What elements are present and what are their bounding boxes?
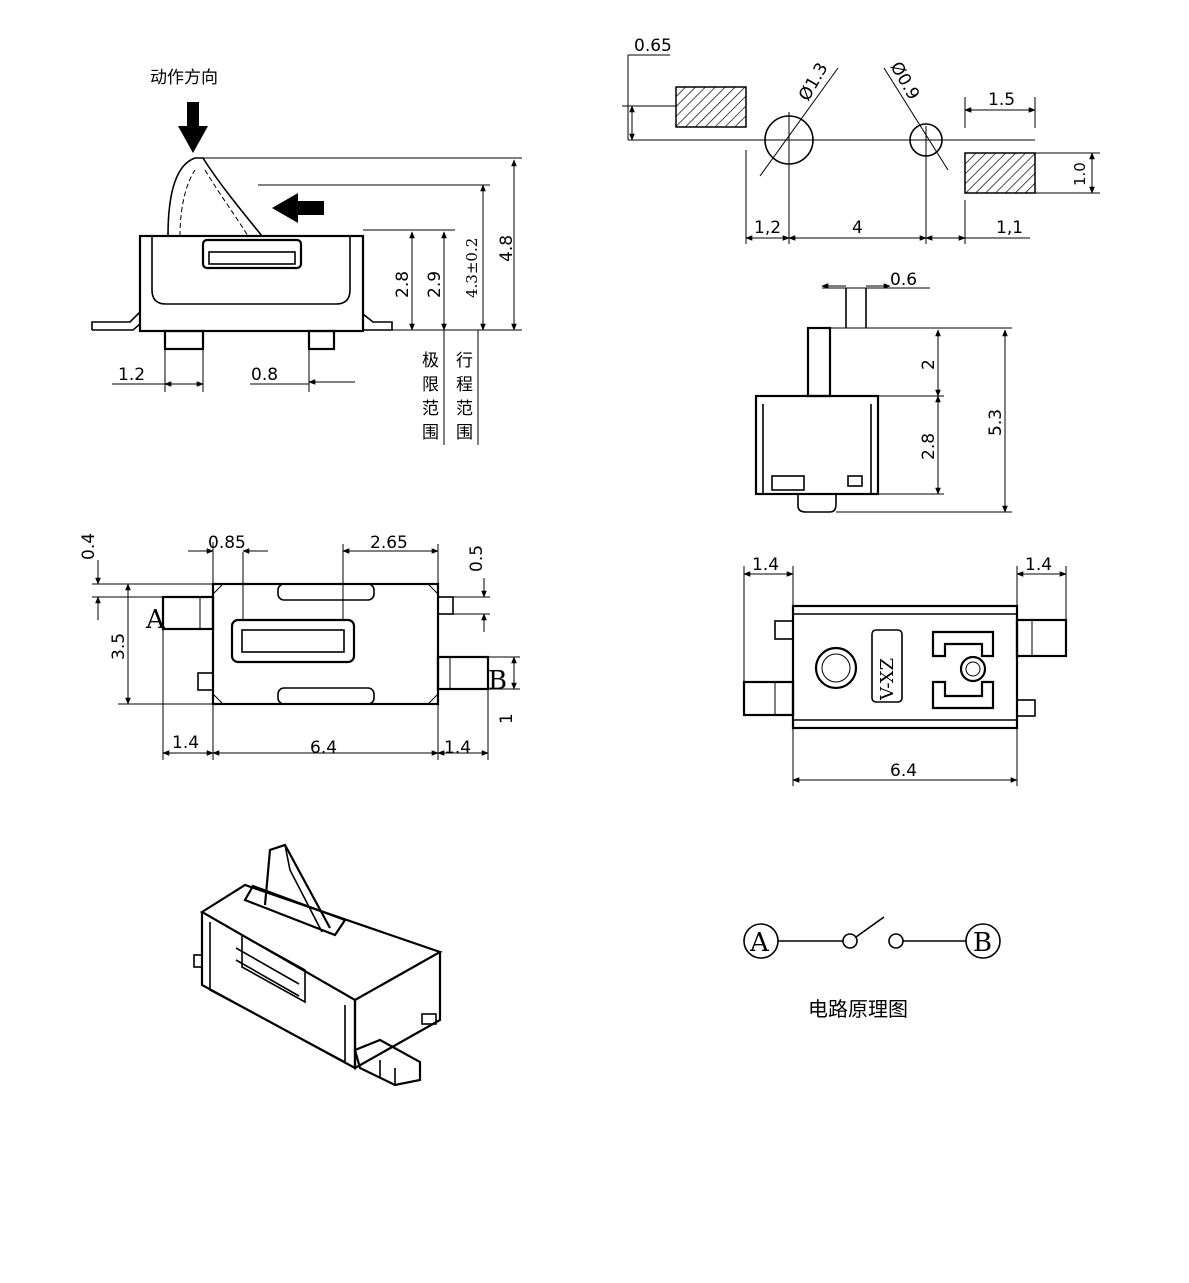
dim-pad-w: 1.5 [988, 90, 1015, 110]
dim-pin-width: 1.2 [118, 365, 145, 385]
dim-body-h-top: 3.5 [109, 633, 129, 660]
dim-right-pin: 1.4 [444, 738, 471, 758]
dim-h-total: 4.8 [497, 235, 517, 262]
dim-pin-gap: 0.8 [251, 365, 278, 385]
pad-right [964, 152, 1036, 194]
dim-left-pin: 1.4 [172, 733, 199, 753]
circuit-caption: 电路原理图 [808, 997, 908, 1021]
dim-bv-body-w: 6.4 [890, 761, 917, 781]
dim-bv-right-pin: 1.4 [1025, 555, 1052, 575]
travel-range-label: 行 程 范 围 [456, 351, 473, 443]
left-arrow-icon [272, 193, 324, 223]
terminal-b-circle [965, 923, 1001, 959]
terminal-a-label: A [145, 605, 166, 635]
down-arrow-icon [178, 102, 208, 153]
pad-left [675, 86, 747, 128]
dim-hole-large: Ø1.3 [795, 59, 833, 104]
dim-h-limit: 2.8 [393, 271, 413, 298]
circuit-terminal-b: B [973, 928, 992, 958]
marking-label: V-XZ [877, 658, 898, 701]
bottom-view: V-XZ 1.4 1.4 6.4 [742, 555, 1068, 786]
svg-text:程: 程 [456, 375, 473, 395]
dim-hole-spacing: 4 [852, 218, 863, 238]
dim-pin-offset: 0.5 [467, 545, 487, 572]
dim-body-w: 6.4 [310, 738, 337, 758]
dim-bv-left-pin: 1.4 [752, 555, 779, 575]
isometric-view [193, 843, 443, 1087]
dim-hole-edge: 1,2 [754, 218, 781, 238]
svg-text:范: 范 [456, 399, 473, 419]
dim-hole-small: Ø0.9 [886, 59, 924, 104]
action-direction-label: 动作方向 [150, 68, 218, 88]
top-view: A B 0.4 0.85 2.65 0.5 3.5 1 [79, 533, 520, 760]
circuit-diagram: A B 电路原理图 [743, 916, 1001, 1021]
dim-total-h: 5.3 [986, 409, 1006, 436]
dim-offset-top: 0.4 [79, 533, 99, 560]
svg-text:范: 范 [422, 399, 439, 419]
dim-h-travel: 2.9 [425, 271, 445, 298]
terminal-b-label: B [488, 666, 507, 696]
svg-text:限: 限 [422, 375, 439, 395]
dim-h-body: 4.3±0.2 [463, 238, 481, 298]
side-view-2: 0.6 2 2.8 5.3 [754, 270, 1012, 513]
limit-range-label: 极 限 范 围 [422, 351, 439, 443]
svg-text:围: 围 [422, 423, 439, 443]
side-view: 动作方向 2.8 [91, 68, 522, 445]
dim-actuator-w: 0.6 [890, 270, 917, 290]
svg-text:行: 行 [456, 351, 473, 371]
dim-pad-offset: 0.65 [634, 36, 672, 56]
dim-body-h: 2.8 [919, 433, 939, 460]
dim-slot-w: 2.65 [370, 533, 408, 553]
dim-actuator-h: 2 [919, 359, 939, 370]
dim-slot-offset: 0.85 [208, 533, 246, 553]
pad-layout: 0.65 Ø1.3 Ø0.9 1.5 1.0 1,2 4 1,1 [622, 36, 1100, 244]
svg-text:极: 极 [422, 351, 439, 371]
dim-pad-h: 1.0 [1071, 162, 1089, 186]
circuit-terminal-a: A [749, 928, 770, 958]
svg-text:围: 围 [456, 423, 473, 443]
dim-pin-h: 1 [497, 713, 517, 724]
dim-pad-edge: 1,1 [996, 218, 1023, 238]
